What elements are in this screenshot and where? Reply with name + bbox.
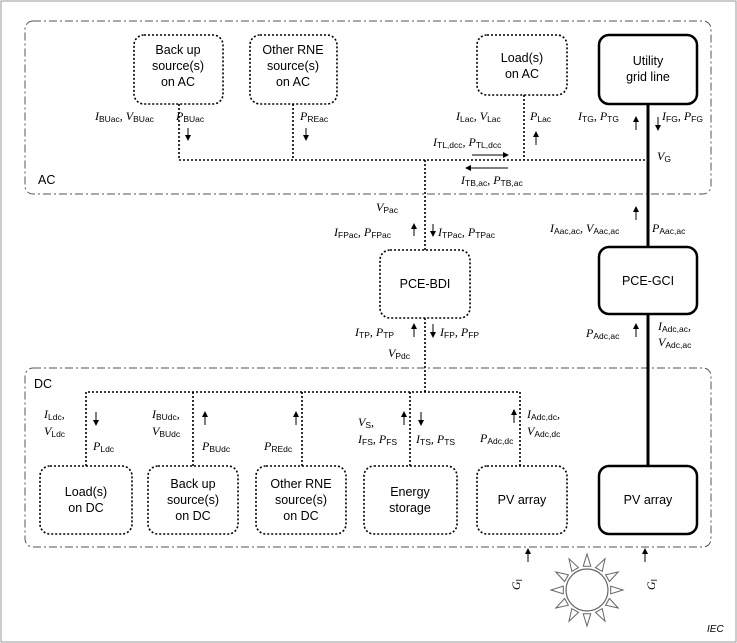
pce-gci-box <box>597 245 699 316</box>
label-p-aac: PAac,ac <box>651 221 686 236</box>
label-v-ldc: VLdc <box>44 424 66 439</box>
sun-ray <box>582 613 592 628</box>
label-i-fp: IFP, PFP <box>439 325 479 340</box>
label-i-adcdc: IAdc,dc, <box>526 407 560 422</box>
load-ac-box <box>476 34 568 96</box>
label-i-tp: ITP, PTP <box>354 325 394 340</box>
pv-dc-title: PV array <box>498 493 547 507</box>
dc-area <box>24 367 712 548</box>
label-i-aac: IAac,ac, VAac,ac <box>549 221 620 236</box>
label-v-budc: VBUdc <box>152 424 181 439</box>
label-g-i-2: GI <box>644 579 659 590</box>
ac-area <box>24 20 712 195</box>
label-i-tpac: ITPac, PTPac <box>437 225 496 240</box>
label-v-g: VG <box>657 149 671 164</box>
storage-box <box>363 465 458 535</box>
label-g-i-1: GI <box>509 579 524 590</box>
backup-ac-box <box>133 34 224 105</box>
pv-gci-title: PV array <box>624 493 673 507</box>
sun-ray <box>604 597 620 609</box>
label-p-adcac: PAdc,ac <box>585 326 620 341</box>
label-i-tg: ITG, PTG <box>577 109 619 124</box>
label-i-lac: ILac, VLac <box>455 109 502 124</box>
sun-icon <box>549 552 625 628</box>
load-dc-title: Load(s)on DC <box>65 485 107 515</box>
pce-gci-title: PCE-GCI <box>622 274 674 288</box>
label-v-adcac: VAdc,ac <box>658 335 692 350</box>
iec-mark: IEC <box>707 624 724 635</box>
sun-ray <box>594 557 606 573</box>
load-dc-box <box>39 465 133 535</box>
rne-ac-box <box>249 34 338 105</box>
label-i-buac: IBUac, VBUac <box>94 109 155 124</box>
label-i-fg: IFG, PFG <box>661 109 703 124</box>
sun-ray <box>568 607 580 623</box>
label-v-adcdc: VAdc,dc <box>527 424 561 439</box>
label-i-tb: ITB,ac, PTB,ac <box>460 173 523 188</box>
label-v-s: VS, <box>358 415 374 430</box>
label-i-tl: ITL,dcc, PTL,dcc <box>432 135 502 150</box>
label-i-fs: IFS, PFS <box>357 432 397 447</box>
sun-ray <box>610 585 625 595</box>
sun-ray <box>549 585 564 595</box>
label-i-budc: IBUdc, <box>151 407 180 422</box>
pce-bdi-box <box>379 249 471 319</box>
label-p-adcdc: PAdc,dc <box>479 431 514 446</box>
backup-dc-box <box>147 465 239 535</box>
label-i-ts: ITS, PTS <box>415 432 455 447</box>
flow-arrows <box>93 116 661 562</box>
sun-ray <box>582 552 592 567</box>
label-p-buac: PBUac <box>175 109 205 124</box>
pce-bdi-title: PCE-BDI <box>400 277 451 291</box>
variable-labels: IBUac, VBUac PBUac PREac ILac, VLac PLac… <box>43 109 703 590</box>
label-p-budc: PBUdc <box>201 439 231 454</box>
ac-area-label: AC <box>38 173 55 187</box>
sun-ray <box>604 571 620 583</box>
label-i-ldc: ILdc, <box>43 407 65 422</box>
pv-gci-box <box>597 464 699 536</box>
label-v-pdc: VPdc <box>388 346 411 361</box>
pv-dc-box <box>476 465 568 535</box>
connections <box>85 95 648 466</box>
sun-ray <box>554 597 570 609</box>
sun-ray <box>554 571 570 583</box>
label-p-redc: PREdc <box>263 439 293 454</box>
label-p-lac: PLac <box>529 109 552 124</box>
dc-area-label: DC <box>34 377 52 391</box>
utility-grid-box <box>597 33 699 106</box>
label-i-adcac: IAdc,ac, <box>657 319 691 334</box>
label-i-fpac: IFPac, PFPac <box>333 225 392 240</box>
label-p-reac: PREac <box>299 109 329 124</box>
sun-ray <box>594 607 606 623</box>
label-p-ldc: PLdc <box>92 439 115 454</box>
load-ac-title: Load(s)on AC <box>501 51 543 81</box>
label-v-pac: VPac <box>376 200 399 215</box>
sun-ray <box>568 557 580 573</box>
rne-dc-box <box>255 465 347 535</box>
